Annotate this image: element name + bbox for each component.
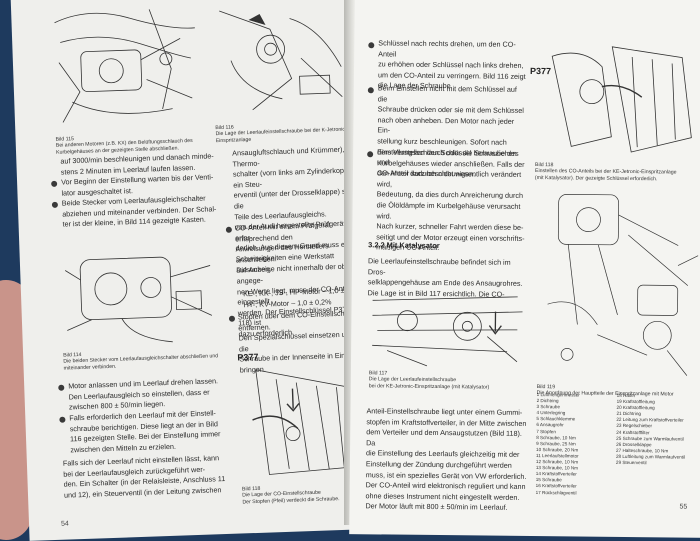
figure-114-caption: Bild 114 Die beiden Stecker vom Leerlauf… [63, 351, 219, 372]
figure-117 [367, 290, 530, 372]
left-col1-bullet2: Beide Stecker vom Leerlaufausgleichschal… [61, 193, 217, 229]
figure-118-caption-right: Bild 118 Einstellen des CO-Anteils bei d… [534, 162, 677, 183]
bullet [368, 42, 375, 49]
figure-116-caption: Bild 116 Die Lage der Leerlaufeinstellsc… [215, 124, 347, 144]
bullet [51, 201, 59, 208]
bullet [225, 226, 232, 233]
bullet [367, 87, 374, 94]
figure-119-legend-left: 1 Luftmengenmesser 2 Dichtring 3 Schraub… [535, 392, 580, 495]
right-col1-bullet3: Einstellungsschlauch oder die Schraube d… [376, 147, 525, 253]
figure-116 [209, 0, 353, 125]
bullet [51, 180, 58, 187]
bullet [367, 151, 374, 158]
right-page: Schlüssel nach rechts drehen, um den CO-… [349, 0, 700, 538]
figure-119-caption: Bild 119 Die Anordnung der Hauptteile de… [536, 384, 674, 398]
left-col1-bullet3: Motor anlassen und im Leerlauf drehen la… [68, 376, 219, 412]
figure-115 [49, 0, 204, 135]
figure-118-right [541, 36, 700, 160]
page-number-right: 55 [679, 503, 688, 511]
figure-117-caption: Bild 117 Die Lage der Leerlaufeinstellsc… [368, 370, 490, 391]
bullet [58, 384, 65, 391]
left-page: Bild 115 Bei anderen Motoren (z.B. KX) d… [10, 0, 378, 541]
figure-114 [59, 235, 223, 353]
figure-119 [537, 184, 700, 386]
left-col1-text2: Falls sich der Leerlauf nicht einstellen… [62, 453, 226, 500]
page-number-left: 54 [60, 520, 69, 528]
p377-label-left: P377 [237, 351, 259, 363]
figure-119-legend-right: 18 Halter 19 Kraftstoffleitung 20 Krafts… [615, 392, 686, 466]
bullet [228, 315, 236, 322]
p377-label-right: P377 [529, 65, 552, 77]
right-col1-text-bottom: Anteil-Einstellschraube liegt unter eine… [365, 406, 527, 513]
left-col1-bullet4: Falls erforderlich den Leerlauf mit der … [69, 408, 221, 455]
bullet [59, 416, 66, 423]
section-heading: 3.2.2 Mit Katalysator [368, 240, 440, 251]
